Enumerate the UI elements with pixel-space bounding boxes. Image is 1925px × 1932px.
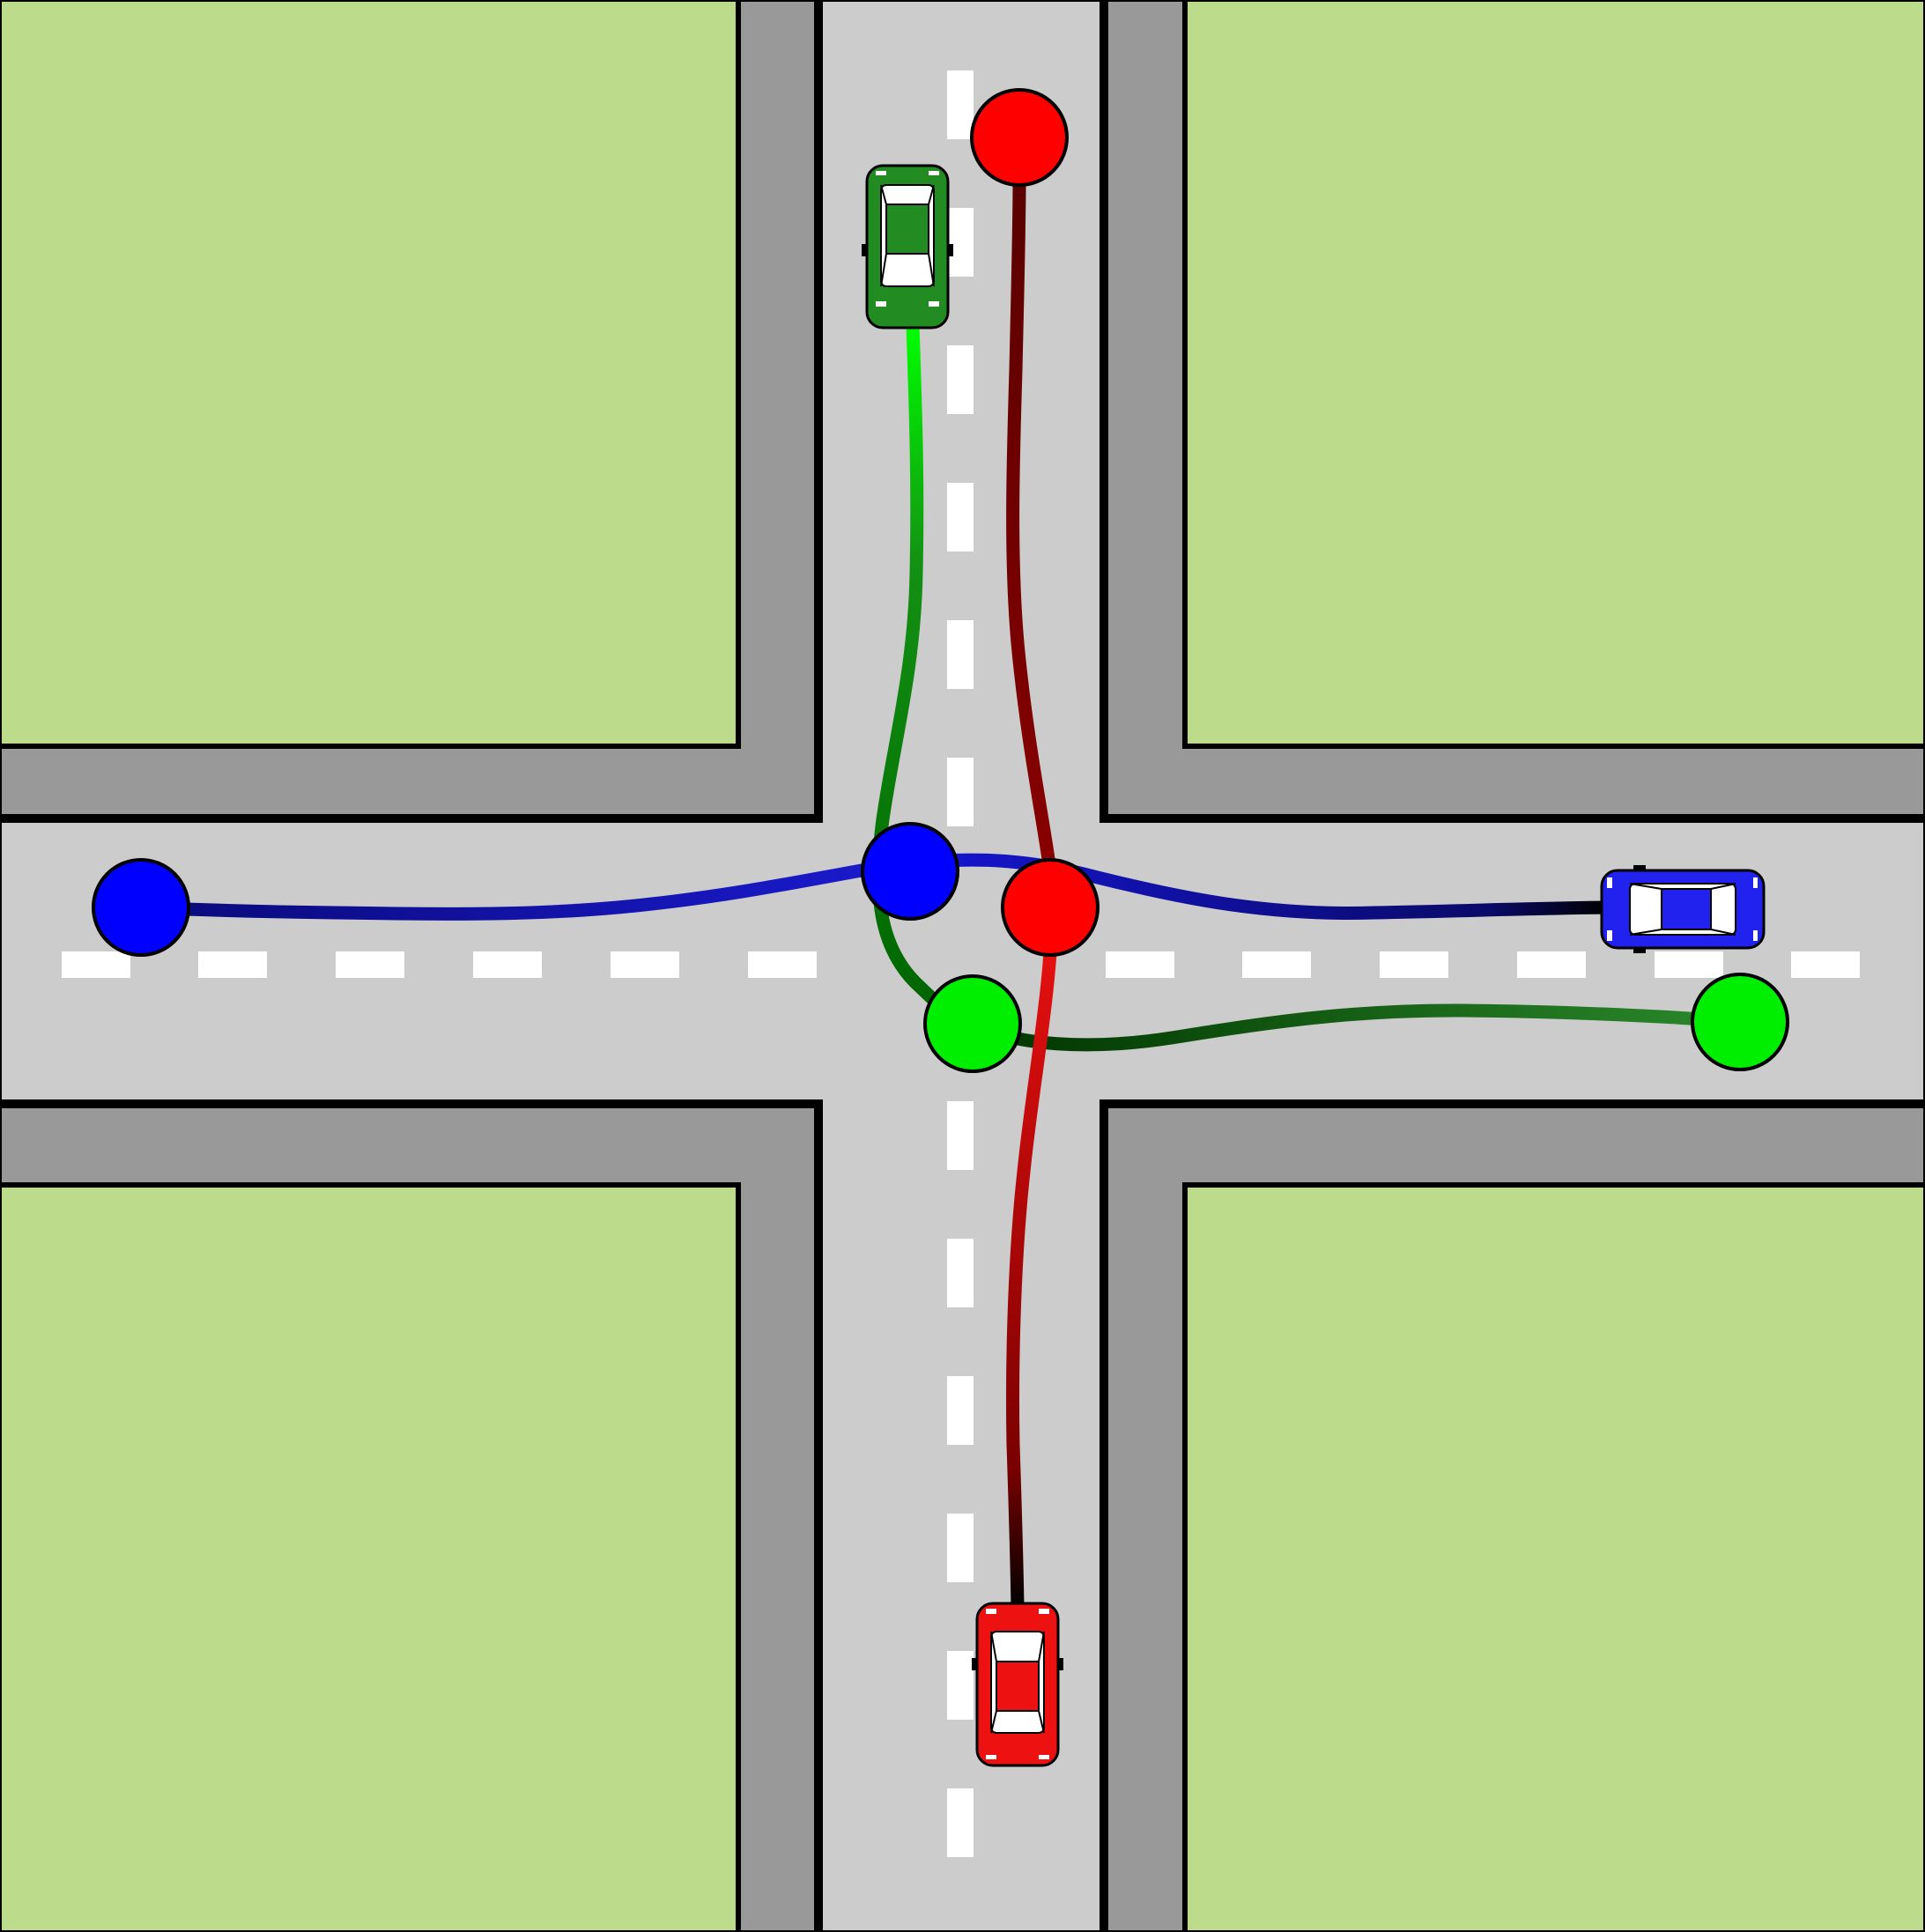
- waypoint-blue-intermediate: [861, 822, 959, 921]
- grass-top-right: [1182, 0, 1925, 749]
- trajectory-green-segment-2: [962, 1003, 1747, 1052]
- trajectory-red-segment-1: [1006, 900, 1059, 1615]
- vehicle-red-car: [972, 1602, 1063, 1767]
- waypoint-blue-goal: [92, 858, 190, 957]
- trajectory-red-segment-2: [1006, 174, 1055, 866]
- lane-markings-horizontal: [62, 951, 1860, 978]
- grass-top-left: [0, 0, 741, 749]
- waypoint-green-goal: [1691, 973, 1789, 1071]
- vehicle-blue-car: [1600, 865, 1766, 953]
- trajectory-blue-segment-1: [936, 853, 1615, 920]
- waypoint-red-goal: [970, 88, 1069, 187]
- grass-bottom-left: [0, 1182, 741, 1932]
- trajectory-green-segment-1: [871, 319, 945, 1011]
- lane-markings-vertical: [947, 70, 974, 1857]
- waypoint-green-intermediate: [923, 974, 1022, 1073]
- trajectories: [134, 174, 1747, 1615]
- trajectory-blue-segment-2: [134, 861, 884, 921]
- waypoint-red-intermediate: [1001, 858, 1099, 957]
- waypoints: [92, 88, 1789, 1073]
- vehicle-green-car: [862, 164, 953, 329]
- grass-bottom-right: [1182, 1182, 1925, 1932]
